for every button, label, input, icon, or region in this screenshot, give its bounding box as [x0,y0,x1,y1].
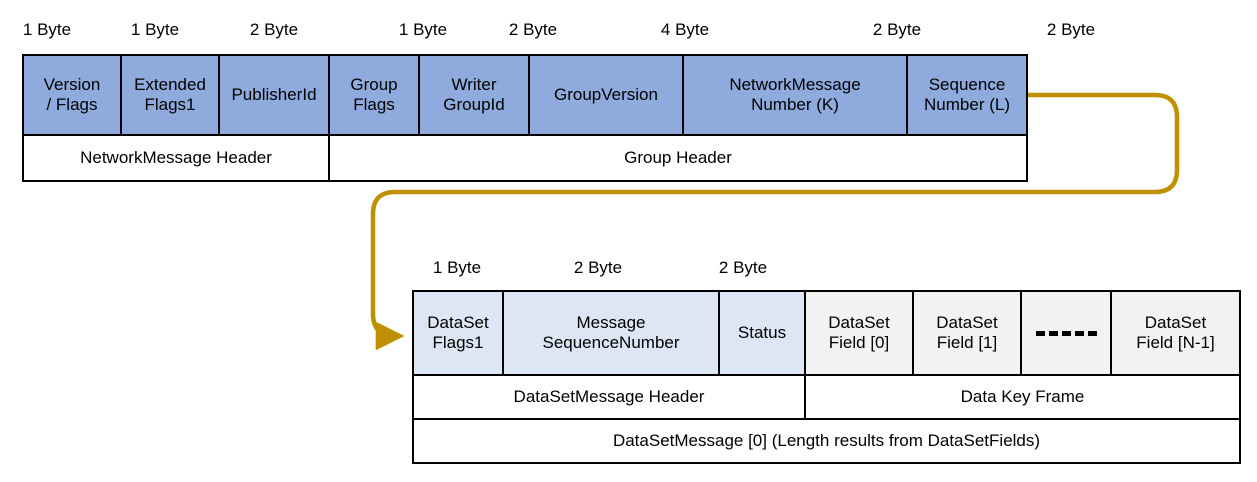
byte-label-message-sequencenumber: 2 Byte [573,258,623,277]
field-status: Status [718,290,806,376]
byte-label-groupversion: 4 Byte [660,20,710,39]
field-dataset-field-n-1: DataSet Field [N-1] [1110,290,1241,376]
byte-label-sequence-number: 2 Byte [1046,20,1096,39]
byte-label-publisherid: 2 Byte [249,20,299,39]
field-writer-groupid: Writer GroupId [418,54,530,136]
field-networkmessage-number: NetworkMessage Number (K) [682,54,908,136]
byte-label-extended-flags1: 1 Byte [130,20,180,39]
field-extended-flags1: Extended Flags1 [120,54,220,136]
group-datasetmessage-0-footer: DataSetMessage [0] (Length results from … [412,418,1241,464]
field-publisherid: PublisherId [218,54,330,136]
byte-label-writer-groupid: 2 Byte [508,20,558,39]
field-sequence-number: Sequence Number (L) [906,54,1028,136]
field-dataset-field-1: DataSet Field [1] [912,290,1022,376]
field-dataset-flags1: DataSet Flags1 [412,290,504,376]
group-group-header: Group Header [328,134,1028,182]
byte-label-networkmessage-number: 2 Byte [872,20,922,39]
field-version-flags: Version / Flags [22,54,122,136]
byte-label-group-flags: 1 Byte [398,20,448,39]
field-ellipsis-icon [1020,290,1112,376]
field-message-sequencenumber: Message SequenceNumber [502,290,720,376]
byte-label-version-flags: 1 Byte [22,20,72,39]
group-datasetmessage-header: DataSetMessage Header [412,374,806,420]
group-data-key-frame: Data Key Frame [804,374,1241,420]
byte-label-dataset-flags1: 1 Byte [432,258,482,277]
field-group-flags: Group Flags [328,54,420,136]
field-groupversion: GroupVersion [528,54,684,136]
group-networkmessage-header: NetworkMessage Header [22,134,330,182]
field-dataset-field-0: DataSet Field [0] [804,290,914,376]
byte-label-status: 2 Byte [718,258,768,277]
